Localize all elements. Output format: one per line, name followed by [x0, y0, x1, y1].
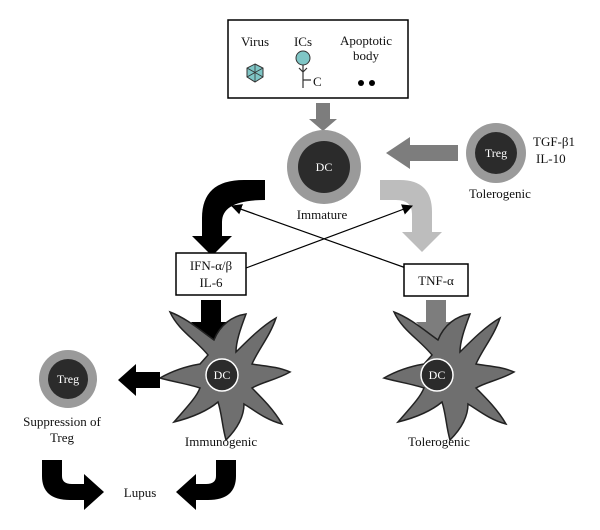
arrow-dc-to-treg-suppression [118, 364, 160, 396]
immunogenic-caption: Immunogenic [185, 434, 257, 449]
dc-immature: DC [287, 130, 361, 204]
treg-tolerogenic-caption: Tolerogenic [469, 186, 531, 201]
suppression-caption-1: Suppression of [23, 414, 101, 429]
ifn-box: IFN-α/β IL-6 [175, 252, 247, 296]
virus-label: Virus [241, 34, 269, 49]
treg-right-label: Treg [485, 146, 507, 160]
arrow-dc-to-lupus [176, 460, 236, 510]
treg-tolerogenic: Treg [466, 123, 526, 183]
cross-arrow-tnf-to-dc [230, 204, 407, 269]
lupus-label: Lupus [124, 485, 157, 500]
cross-arrow-ifn-to-dc [245, 204, 414, 269]
dc-tolerogenic-label: DC [429, 368, 446, 382]
arrow-treg-to-dc [386, 137, 458, 169]
ics-label: ICs [294, 34, 312, 49]
apoptotic-label-2: body [353, 48, 380, 63]
dc-immature-label: DC [316, 160, 333, 174]
tolerogenic-dc-caption: Tolerogenic [408, 434, 470, 449]
arrow-dc-to-tnf [380, 180, 442, 252]
complement-label: C [313, 74, 322, 89]
apoptotic-body-icon [358, 80, 375, 86]
arrow-dc-to-ifn [192, 180, 265, 256]
virus-icon [246, 63, 264, 83]
stimuli-box: Virus ICs C Apoptotic body [227, 19, 409, 99]
arrow-treg-to-lupus [42, 460, 104, 510]
tnf-box: TNF-α [403, 263, 469, 297]
ifn-line2: IL-6 [199, 275, 223, 290]
apoptotic-label-1: Apoptotic [340, 33, 392, 48]
dc-immunogenic-label: DC [214, 368, 231, 382]
suppression-caption-2: Treg [50, 430, 75, 445]
arrow-stimuli-to-dc [309, 103, 337, 131]
immune-complex-icon [295, 50, 311, 88]
ifn-line1: IFN-α/β [190, 258, 233, 273]
immature-caption: Immature [297, 207, 348, 222]
dc-immunogenic: DC [158, 310, 292, 442]
cytokine-tgf: TGF-β1 [533, 134, 575, 149]
treg-left-label: Treg [57, 372, 79, 386]
tnf-line1: TNF-α [418, 273, 454, 288]
treg-suppressed: Treg [39, 350, 97, 408]
dc-tolerogenic: DC [382, 310, 516, 442]
cytokine-il10: IL-10 [536, 151, 566, 166]
